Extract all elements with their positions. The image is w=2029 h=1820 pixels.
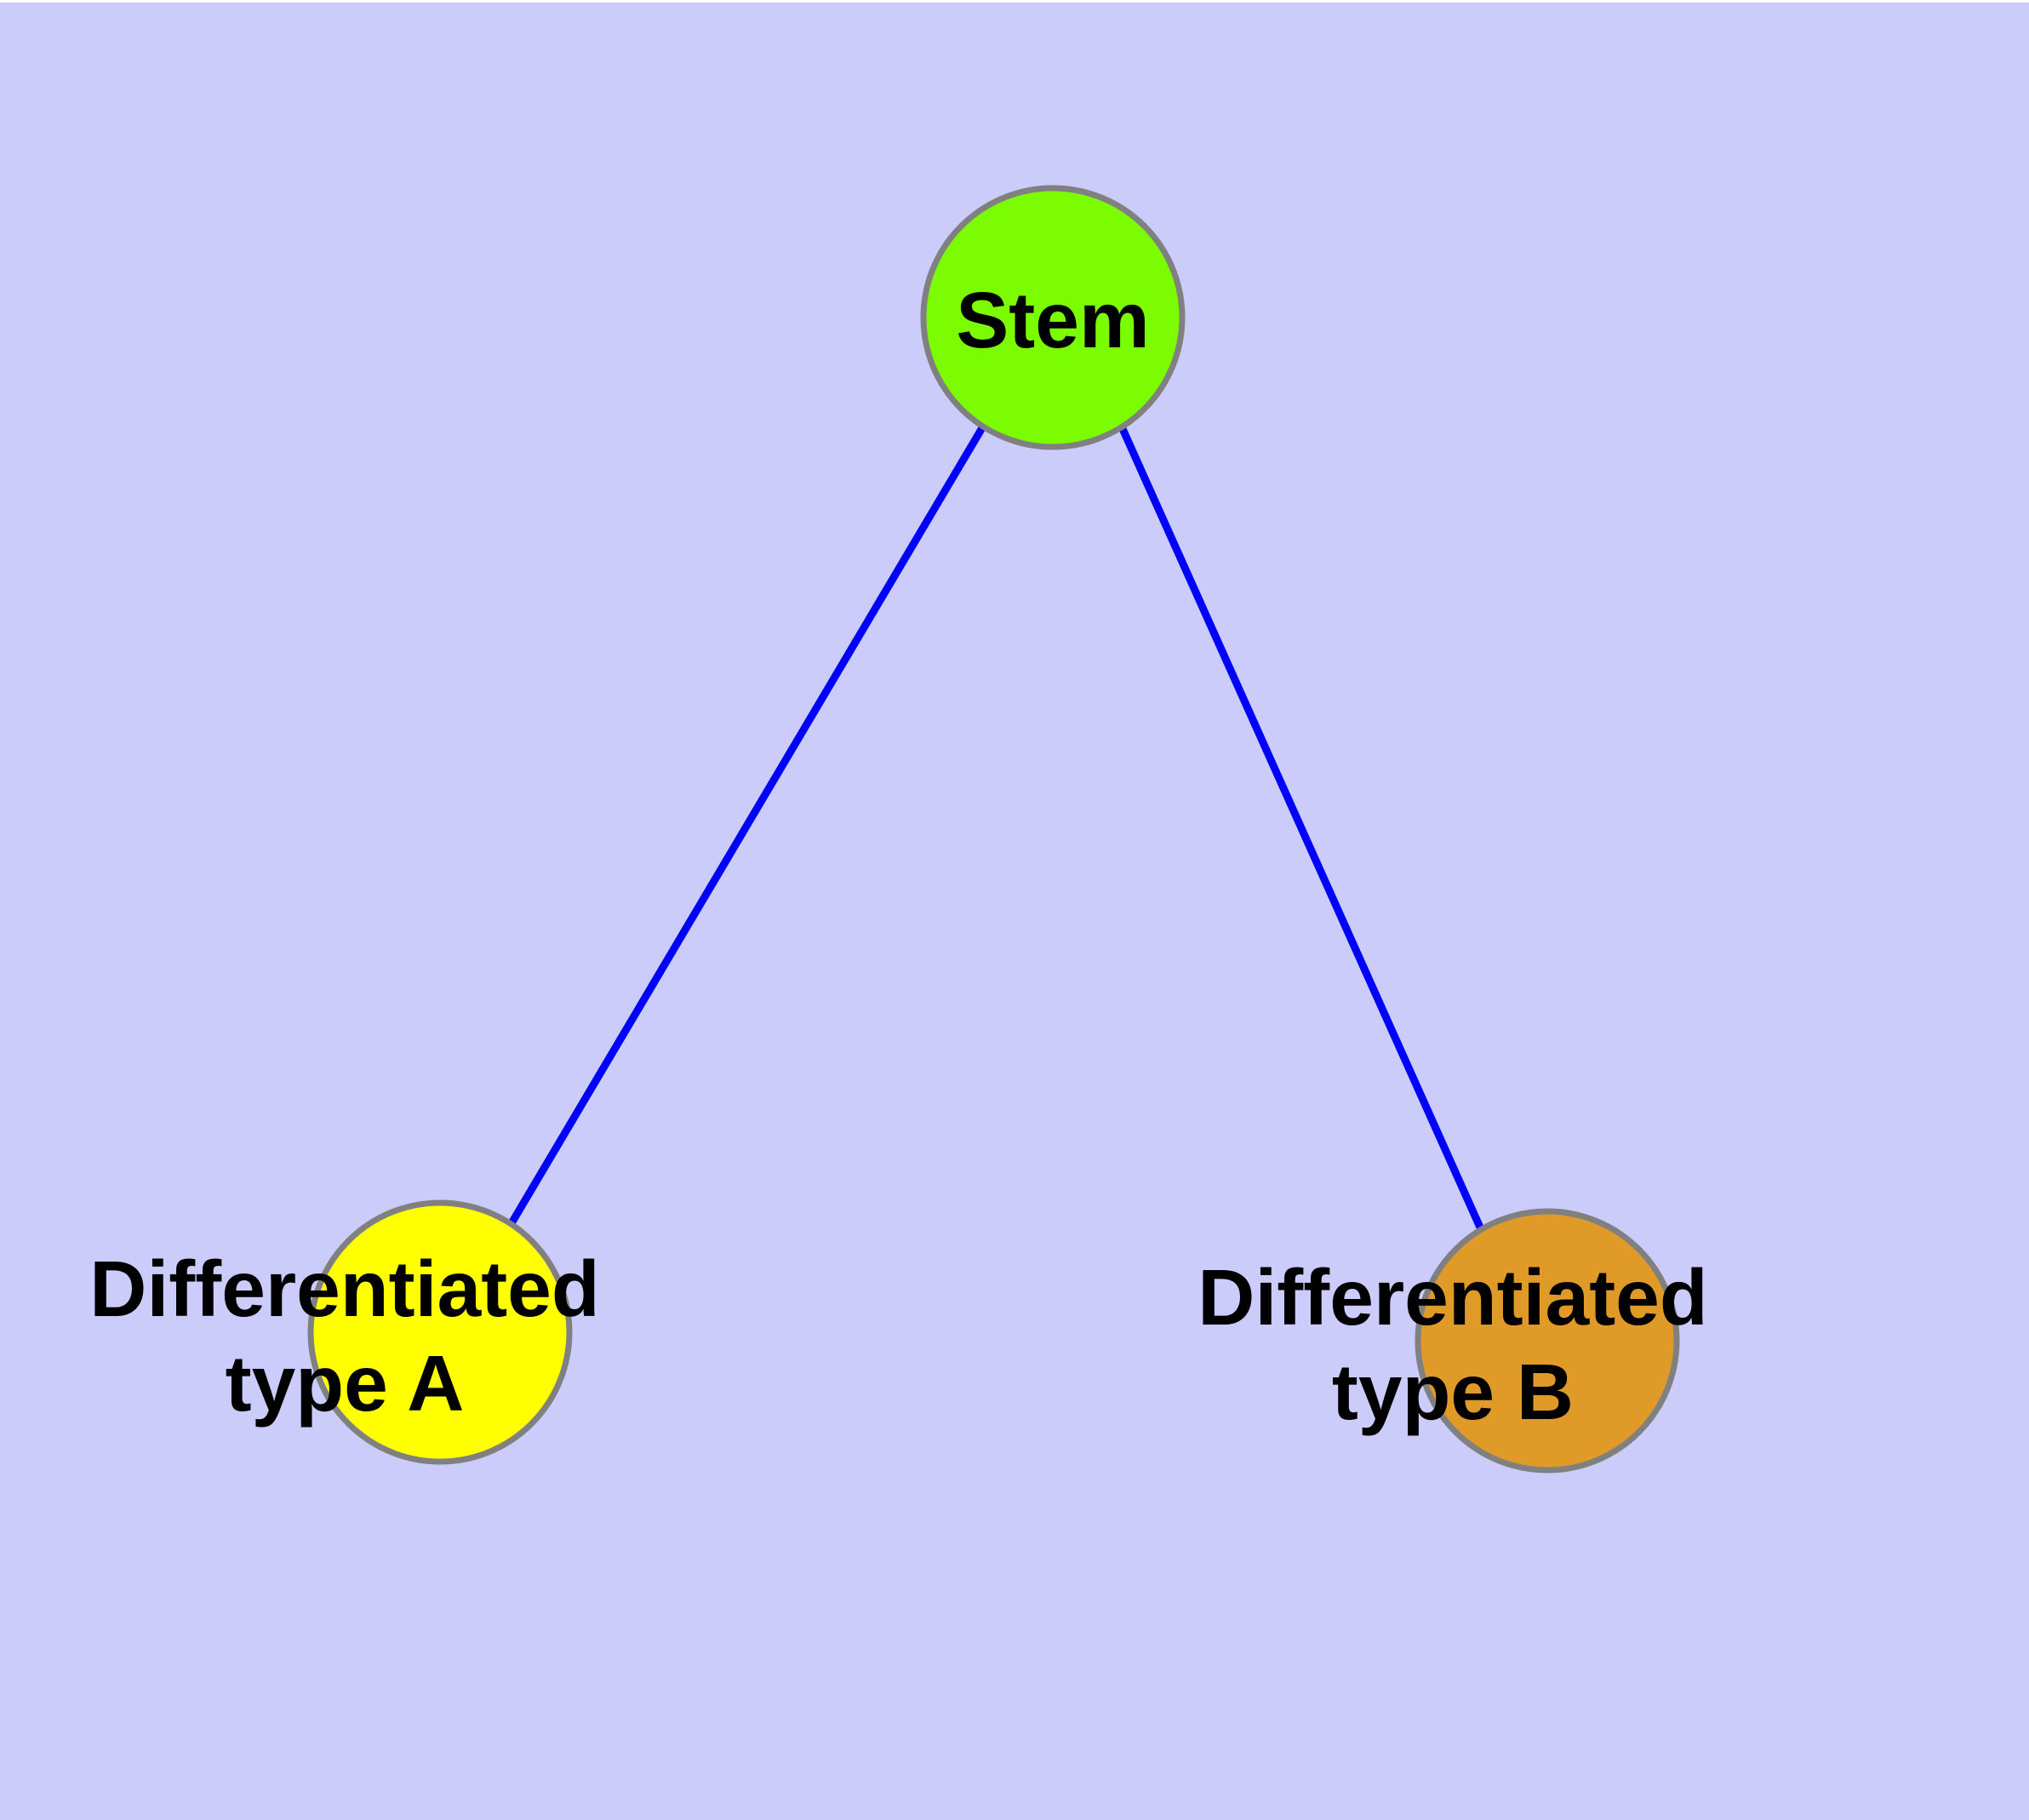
node-label-differentiated-type-b-line2: type B — [1332, 1348, 1574, 1436]
node-stem[interactable] — [920, 185, 1186, 450]
edges-group — [508, 421, 1485, 1231]
node-label-stem: Stem — [956, 276, 1149, 364]
node-label-differentiated-type-b-line1: Differentiated — [1197, 1253, 1707, 1342]
node-differentiated-type-b[interactable] — [1415, 1208, 1680, 1474]
node-differentiated-type-a[interactable] — [307, 1199, 573, 1465]
nodes-group — [307, 185, 1680, 1474]
edge-stem-to-differentiated-type-a[interactable] — [508, 424, 986, 1226]
node-label-differentiated-type-a-line2: type A — [226, 1339, 465, 1428]
labels-group: Stem Differentiated type A Differentiate… — [89, 276, 1707, 1436]
node-label-differentiated-type-a-line1: Differentiated — [89, 1245, 599, 1333]
edge-stem-to-differentiated-type-b[interactable] — [1116, 421, 1485, 1231]
